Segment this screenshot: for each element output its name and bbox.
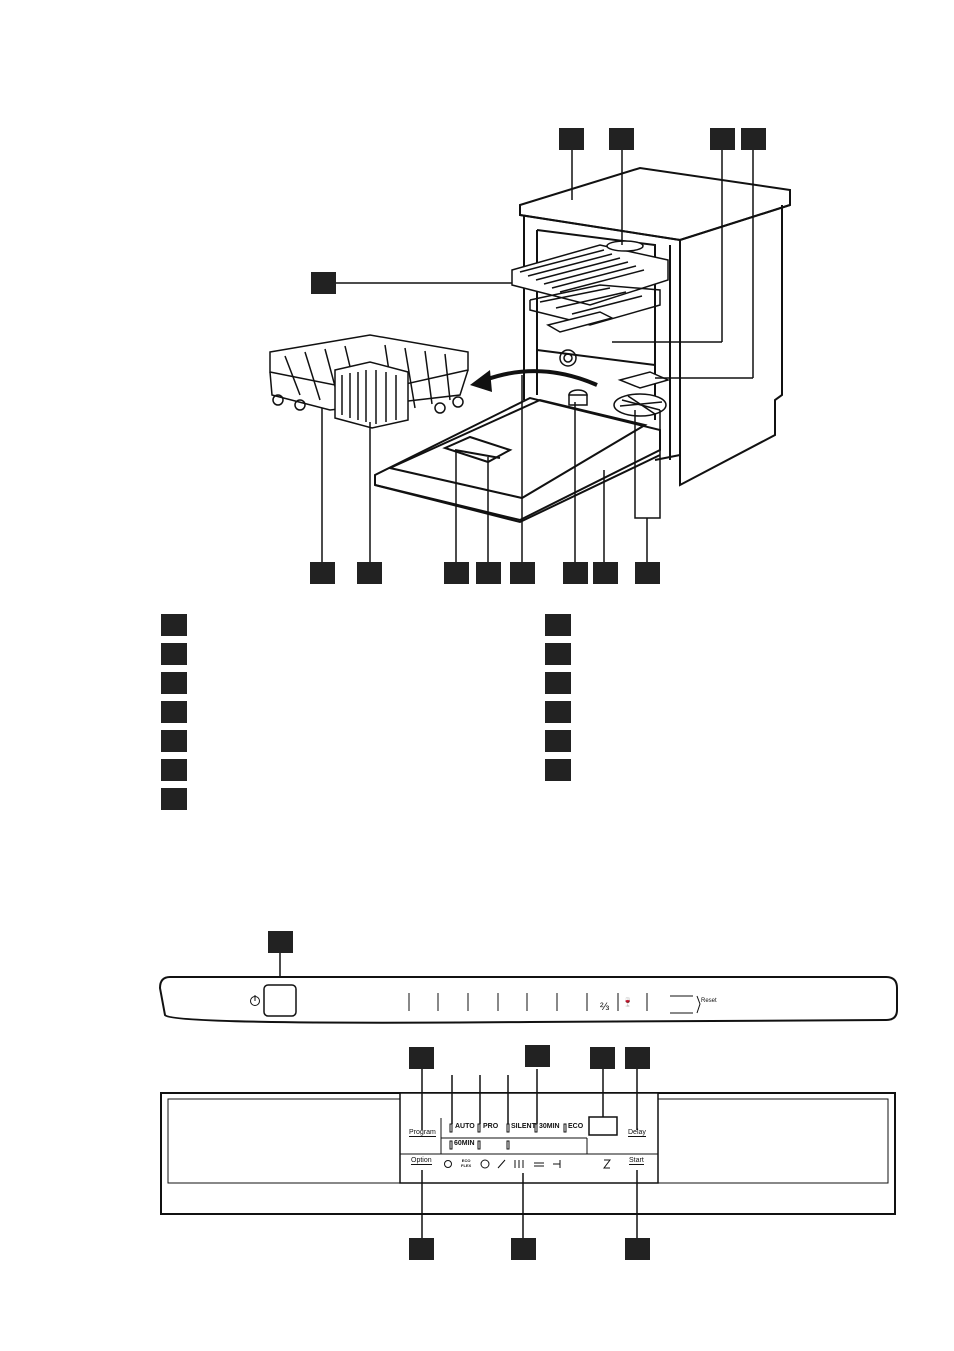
upper-basket	[512, 241, 668, 325]
program-pro-label: PRO	[483, 1123, 498, 1130]
glass-icon: 🍷	[622, 996, 633, 1007]
program-eco-label: ECO	[568, 1123, 583, 1130]
program-30min-label: 30MIN	[539, 1123, 560, 1130]
program-60min-label: 60MIN	[454, 1140, 475, 1147]
dishwasher-door	[375, 398, 660, 522]
multitab-icon: ⅔	[600, 1001, 609, 1013]
program-button[interactable]: Program	[409, 1129, 436, 1137]
power-button[interactable]	[264, 985, 296, 1016]
basket-arrow	[470, 370, 597, 392]
program-silent-label: SILENT	[511, 1123, 536, 1130]
start-button[interactable]: Start	[629, 1157, 644, 1165]
cutlery-basket	[335, 362, 408, 428]
option-button[interactable]: Option	[411, 1157, 432, 1165]
control-panel-detail	[161, 1045, 895, 1260]
program-auto-label: AUTO	[455, 1123, 475, 1130]
reset-label: Reset	[701, 998, 717, 1004]
display	[589, 1117, 617, 1135]
salt-container-wall	[560, 350, 576, 366]
ecoflex-label: ECO FLEX	[461, 1158, 471, 1168]
delay-button[interactable]: Delay	[628, 1129, 646, 1137]
control-panel-strip: ⅔ 🍷	[160, 931, 897, 1023]
legend-markers	[161, 614, 571, 810]
